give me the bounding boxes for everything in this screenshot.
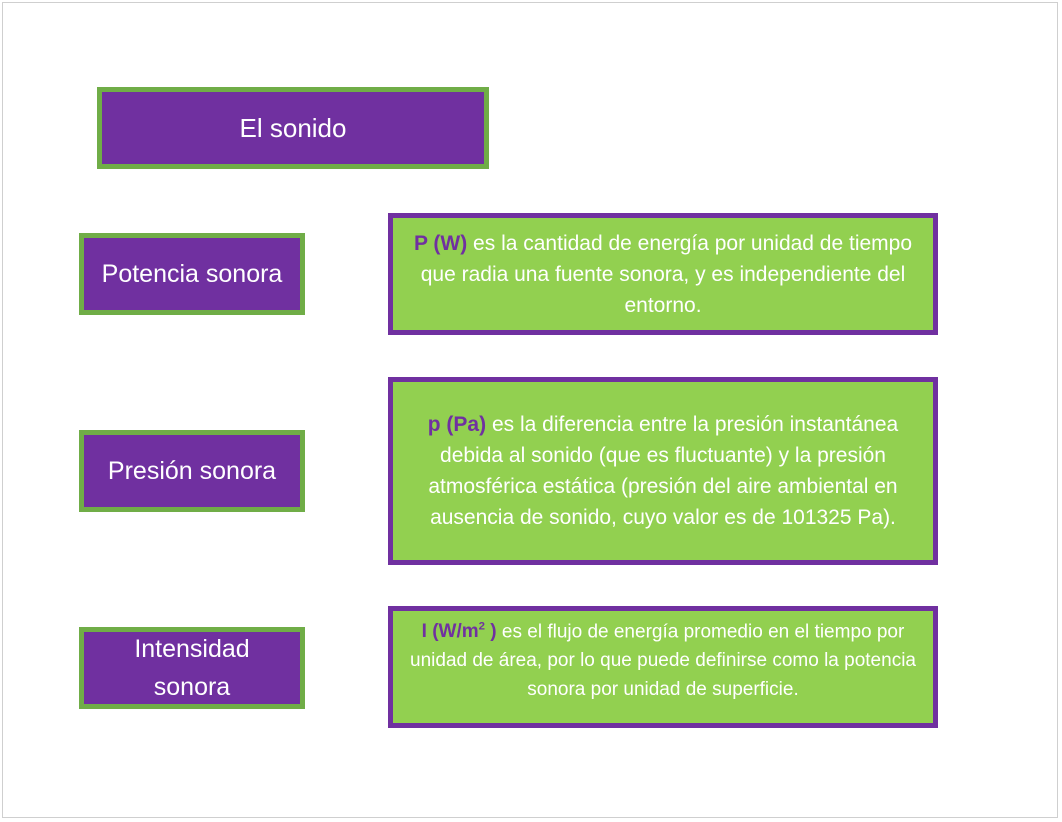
key-base: I (W/m xyxy=(421,621,479,643)
title-box: El sonido xyxy=(97,87,489,169)
label-box-presion: Presión sonora xyxy=(79,430,305,512)
definition-box-presion: p (Pa) es la diferencia entre la presión… xyxy=(388,377,938,565)
definition-key: p (Pa) xyxy=(427,413,487,436)
label-text: Intensidad sonora xyxy=(134,635,250,701)
label-text: Presión sonora xyxy=(107,457,277,485)
definition-key: P (W) xyxy=(413,231,468,255)
title-text: El sonido xyxy=(239,112,347,143)
definition-text: es el flujo de energía promedio en el ti… xyxy=(410,621,916,701)
label-text: Potencia sonora xyxy=(101,260,283,288)
definition-key: I (W/m2 ) xyxy=(422,621,497,642)
definition-box-potencia: P (W) es la cantidad de energía por unid… xyxy=(388,213,938,335)
label-box-intensidad: Intensidad sonora xyxy=(79,627,305,709)
label-box-potencia: Potencia sonora xyxy=(79,233,305,315)
key-end: ) xyxy=(485,621,497,643)
definition-text: es la cantidad de energía por unidad de … xyxy=(420,231,913,317)
definition-box-intensidad: I (W/m2 ) es el flujo de energía promedi… xyxy=(388,606,938,728)
definition-text: es la diferencia entre la presión instan… xyxy=(428,413,899,529)
key-superscript: 2 xyxy=(478,621,486,633)
